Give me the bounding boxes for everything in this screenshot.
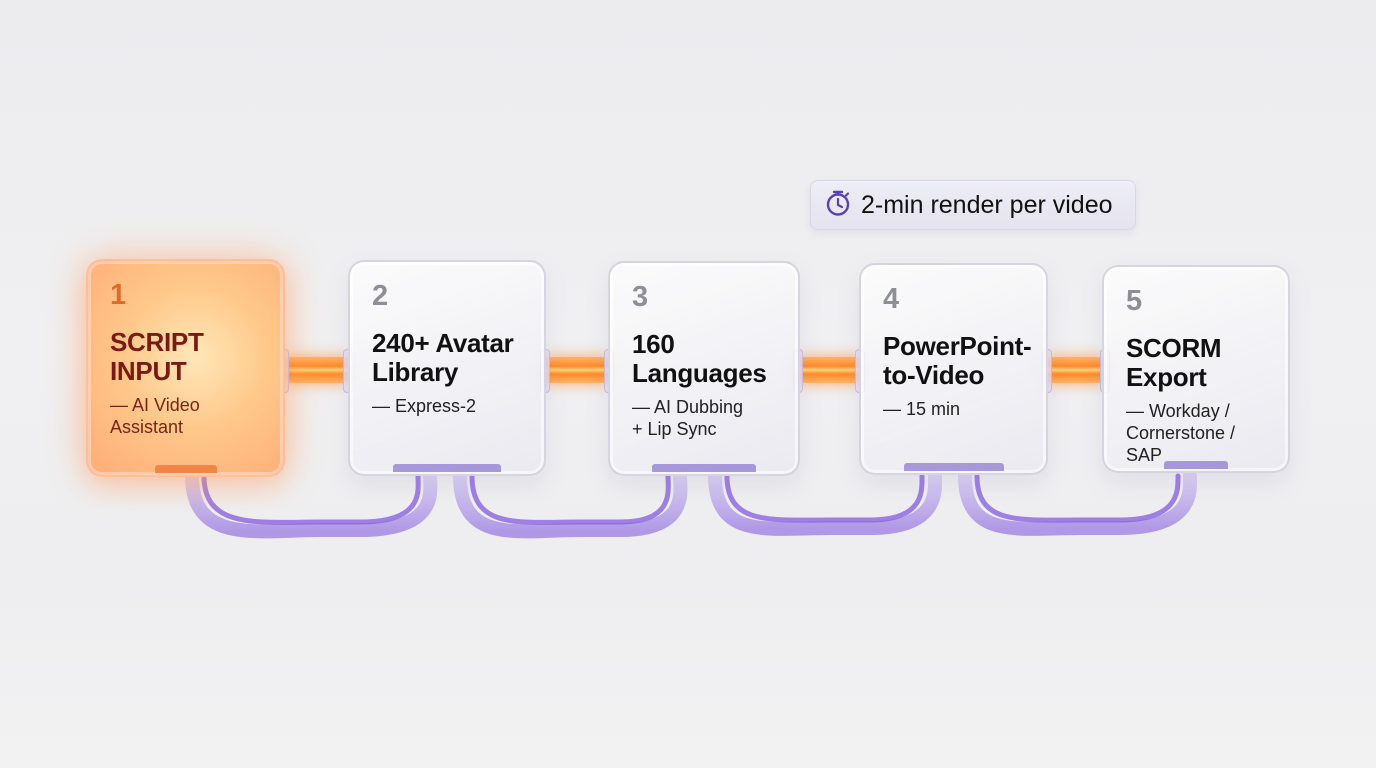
badge-text: 2-min render per video: [861, 190, 1113, 219]
step-title: SCORM Export: [1126, 333, 1266, 393]
stopwatch-icon: [825, 189, 851, 222]
step-subtitle: — AI Dubbing + Lip Sync: [632, 397, 776, 441]
step-title-line: Languages: [632, 358, 767, 389]
step-title-line: SCORM: [1126, 333, 1222, 363]
step-subtitle-line: — 15 min: [883, 398, 961, 419]
step-subtitle-line: + Lip Sync: [632, 418, 717, 439]
step-title-line: to-Video: [883, 360, 985, 391]
render-time-badge: 2-min render per video: [810, 180, 1136, 230]
step-subtitle-line: — AI Dubbing: [632, 396, 744, 417]
step-subtitle-line: — Express-2: [372, 395, 477, 416]
step-title-line: Export: [1126, 362, 1207, 393]
step-title: 160 Languages: [632, 329, 776, 389]
connector-3-4: [793, 349, 865, 393]
step-number: 5: [1126, 285, 1143, 317]
step-subtitle-line: Cornerstone /: [1126, 422, 1236, 443]
step-title-line: PowerPoint-: [883, 331, 1032, 361]
step-number: 1: [110, 279, 127, 311]
step-number: 3: [632, 281, 649, 313]
card-tab: [903, 463, 1004, 471]
step-title-line: 240+ Avatar: [372, 328, 514, 358]
connector-1-2: [279, 349, 353, 393]
card-tab: [1164, 461, 1228, 469]
step-title-line: INPUT: [110, 356, 187, 387]
step-subtitle-line: — AI Video: [110, 394, 200, 415]
step-card-1: 1 SCRIPT INPUT — AI Video Assistant: [86, 259, 285, 477]
connector-4-5: [1042, 349, 1110, 393]
step-number: 4: [883, 283, 900, 315]
step-subtitle: — Workday / Cornerstone / SAP: [1126, 401, 1266, 467]
step-subtitle-line: — Workday /: [1126, 400, 1230, 421]
step-card-5: 5 SCORM Export — Workday / Cornerstone /…: [1102, 265, 1290, 473]
step-title: PowerPoint- to-Video: [883, 331, 1032, 391]
step-title: 240+ Avatar Library: [372, 328, 522, 388]
step-title-line: SCRIPT: [110, 327, 204, 357]
step-card-3: 3 160 Languages — AI Dubbing + Lip Sync: [608, 261, 800, 476]
step-subtitle-line: Assistant: [110, 416, 184, 437]
card-tab: [154, 465, 217, 473]
step-subtitle: — 15 min: [883, 399, 1024, 421]
card-tab: [652, 464, 756, 472]
step-subtitle: — AI Video Assistant: [110, 395, 261, 439]
card-tab: [393, 464, 501, 472]
step-subtitle: — Express-2: [372, 396, 522, 418]
step-title: SCRIPT INPUT: [110, 327, 261, 387]
step-card-2: 2 240+ Avatar Library — Express-2: [348, 260, 546, 476]
connector-2-3: [540, 349, 614, 393]
step-subtitle-line: SAP: [1126, 444, 1163, 465]
step-title-line: Library: [372, 357, 459, 388]
step-number: 2: [372, 280, 389, 312]
step-title-line: 160: [632, 329, 675, 359]
step-card-4: 4 PowerPoint- to-Video — 15 min: [859, 263, 1048, 475]
